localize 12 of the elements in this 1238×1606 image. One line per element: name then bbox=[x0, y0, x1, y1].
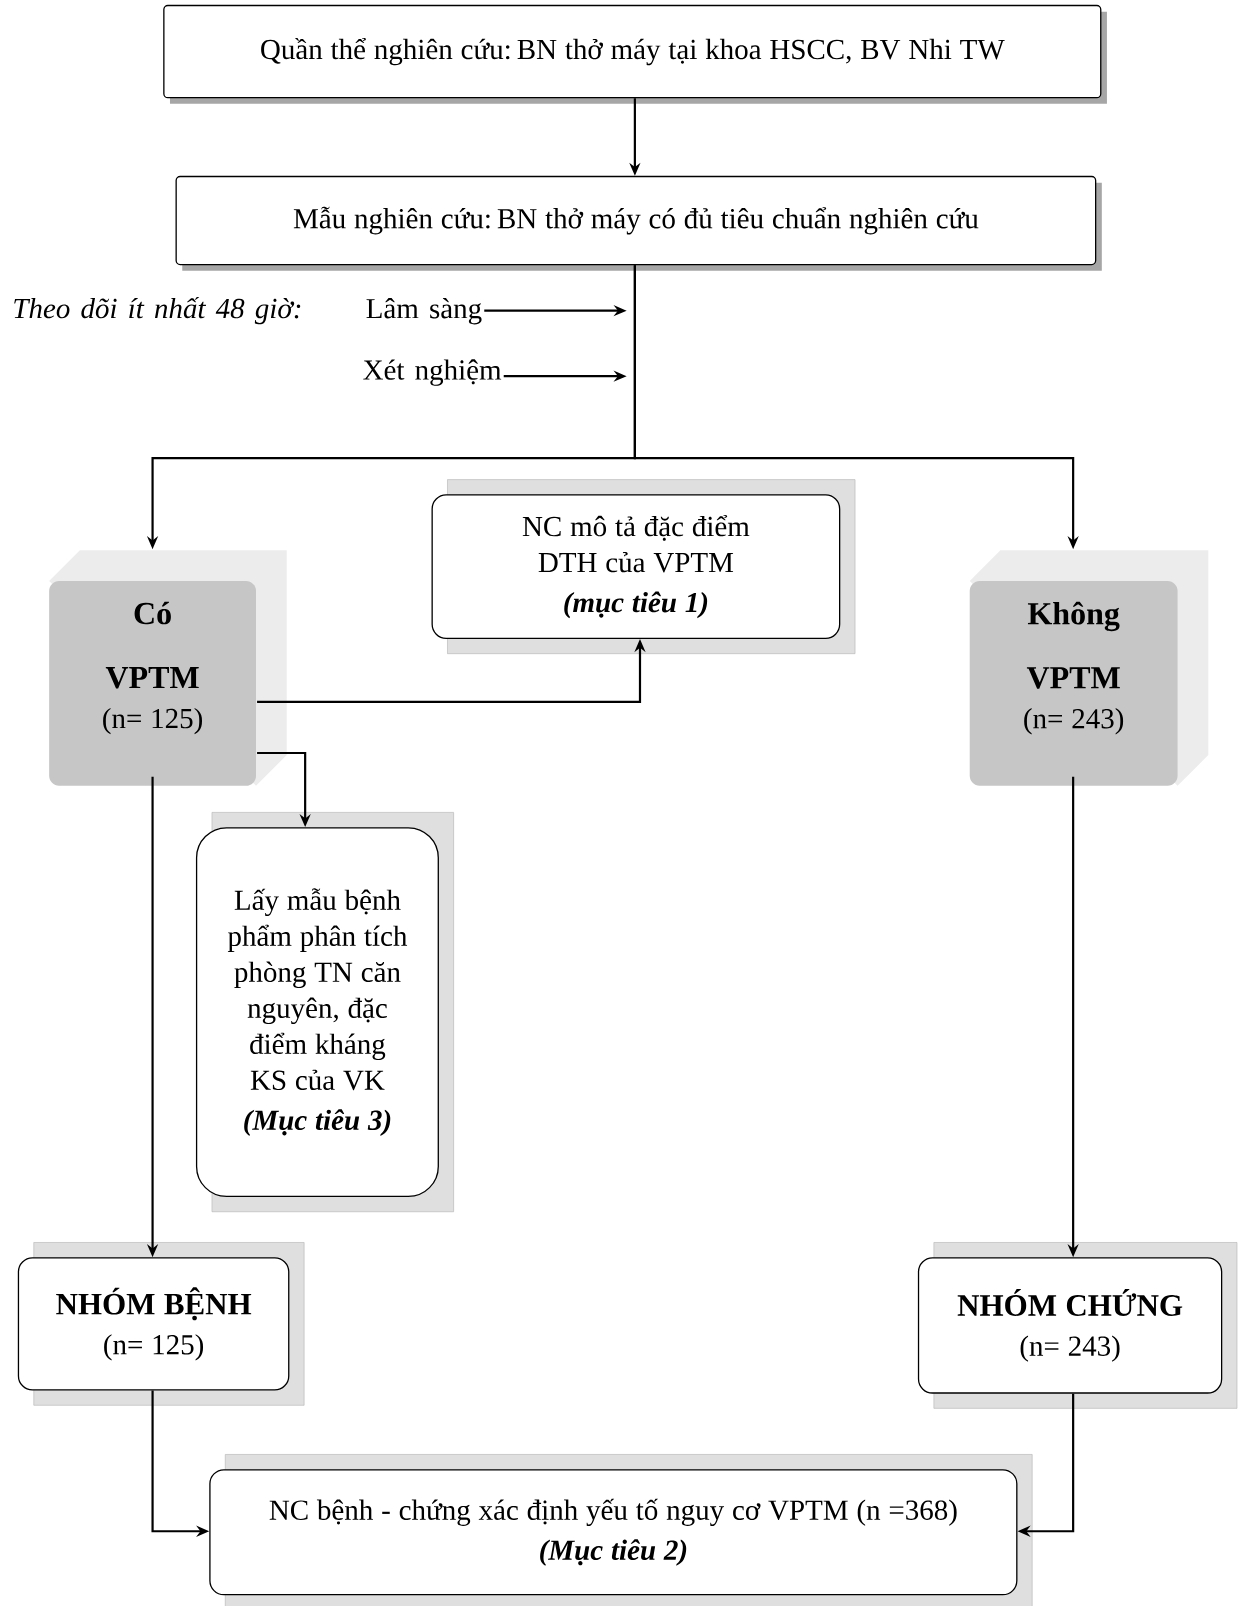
process-box: Lấy mẫu bệnh phẩm phân tích phòng TN căn nguyên, đặc điểm kháng KS của VK (Mục tiêu 3) bbox=[195, 812, 454, 1213]
step-text: Lâm sàng bbox=[366, 297, 482, 325]
process-box: NHÓM BỆNH (n= 125) bbox=[17, 1242, 305, 1406]
process-box: NHÓM CHỨNG (n= 243) bbox=[917, 1242, 1238, 1409]
step-text: Xét nghiệm bbox=[363, 359, 502, 386]
process-box: Mẫu nghiên cứu: BN thở máy có đủ tiêu chuẩn nghiên cứu bbox=[175, 175, 1102, 271]
process-box: Quần thể nghiên cứu: BN thở máy tại khoa HSCC, BV Nhi TW bbox=[163, 4, 1107, 104]
note-text: Theo dõi ít nhất 48 giờ: bbox=[14, 297, 301, 325]
process-box: NC bệnh - chứng xác định yếu tố nguy cơ VPTM (n =368) (Mục tiêu 2) bbox=[209, 1454, 1033, 1606]
process-box: NC mô tả đặc điểm DTH của VPTM (mục tiêu 1) bbox=[431, 479, 856, 654]
cube-box: Có VPTM (n= 125) bbox=[49, 550, 287, 786]
cube-box: Không VPTM (n= 243) bbox=[969, 550, 1209, 786]
